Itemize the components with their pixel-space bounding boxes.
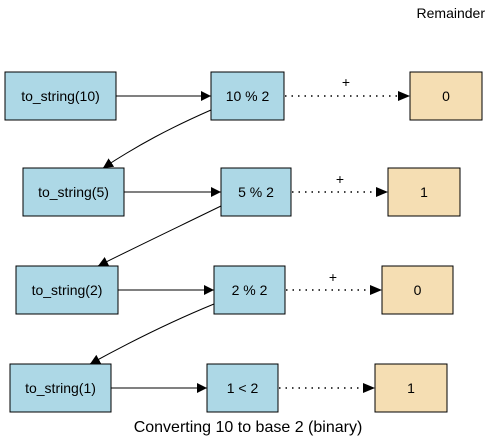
call-label-2: to_string(5): [38, 184, 109, 200]
call-box-to-string-2: [15, 265, 119, 315]
remainder-box-4: [374, 363, 448, 413]
call-box-to-string-10: [4, 71, 117, 121]
arrow-op-to-next-call-3: [89, 303, 215, 365]
op-label-2: 5 % 2: [238, 184, 274, 200]
dotted-arrowhead-2: [376, 187, 388, 197]
plus-sign-1: +: [342, 74, 350, 90]
op-label-1: 10 % 2: [226, 88, 270, 104]
dotted-arrowhead-1: [398, 91, 410, 101]
call-label-3: to_string(2): [32, 282, 103, 298]
plus-sign-2: +: [336, 171, 344, 187]
remainder-value-1: 0: [442, 88, 450, 104]
op-box-5-mod-2: [220, 167, 292, 217]
call-box-to-string-1: [9, 363, 112, 413]
remainder-value-3: 0: [414, 282, 422, 298]
call-box-to-string-5: [22, 167, 125, 217]
dotted-arrowhead-3: [370, 285, 382, 295]
arrow-op-to-next-call-1: [102, 109, 212, 169]
dotted-arrowhead-4: [363, 383, 375, 393]
diagram-caption: Converting 10 to base 2 (binary): [134, 419, 363, 436]
call-label-1: to_string(10): [21, 88, 100, 104]
remainder-column-label: Remainder: [417, 5, 486, 21]
op-box-10-mod-2: [210, 71, 285, 121]
arrow-op-to-next-call-2: [97, 205, 222, 267]
op-label-3: 2 % 2: [232, 282, 268, 298]
op-label-4: 1 < 2: [227, 380, 259, 396]
remainder-value-2: 1: [420, 184, 428, 200]
plus-sign-3: +: [329, 269, 337, 285]
op-box-1-lt-2: [206, 363, 279, 413]
remainder-box-1: [409, 71, 483, 121]
remainder-value-4: 1: [407, 380, 415, 396]
call-label-4: to_string(1): [25, 380, 96, 396]
